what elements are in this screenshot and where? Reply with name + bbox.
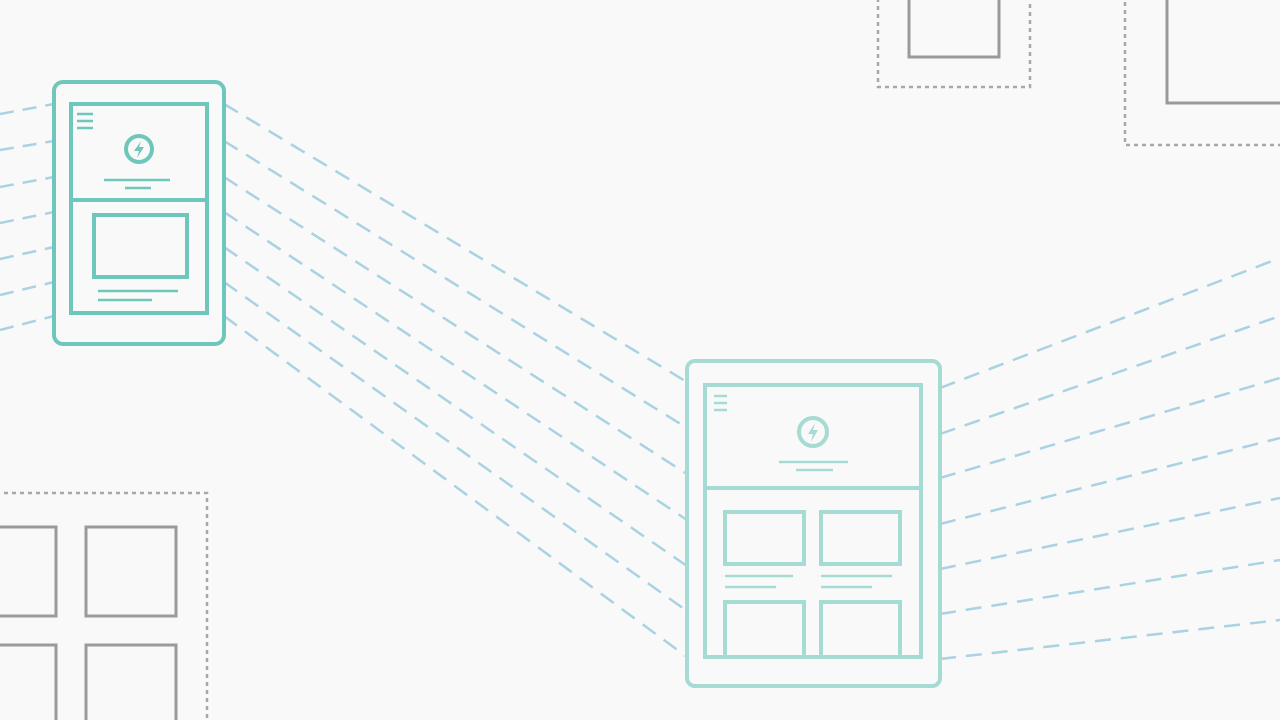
tablet-wireframe — [685, 359, 942, 688]
beam-line — [939, 376, 1280, 480]
lightning-icon — [124, 134, 154, 164]
beam-line — [0, 210, 55, 225]
beam-line — [223, 245, 688, 568]
beam-line — [939, 436, 1280, 526]
beam-line — [939, 558, 1280, 616]
grid-tile-outline — [0, 643, 58, 720]
beam-line — [223, 314, 688, 659]
desktop-frame-top-middle — [876, 0, 1032, 89]
grid-tile-outline — [0, 525, 58, 618]
content-block-outline — [907, 0, 1001, 59]
grid-tile-outline — [84, 525, 178, 618]
content-block-outline — [1165, 0, 1280, 105]
beam-line — [939, 618, 1280, 661]
dotted-frame — [876, 0, 1032, 89]
beams-phone-to-tablet — [223, 102, 688, 659]
beam-line — [0, 139, 55, 152]
phone-content-image — [92, 213, 189, 279]
grid-tile-outline — [84, 643, 178, 720]
beam-line — [223, 280, 688, 613]
beam-line — [0, 102, 55, 116]
beams-tablet-to-right — [939, 256, 1280, 661]
tablet-card-image — [819, 510, 902, 566]
dotted-frame — [0, 491, 209, 720]
lightning-icon — [797, 416, 829, 448]
beam-line — [223, 102, 688, 384]
tablet-screen — [703, 383, 923, 659]
beam-line — [0, 314, 55, 332]
beam-line — [0, 175, 55, 189]
desktop-frame-top-right — [1123, 0, 1280, 147]
desktop-frame-bottom-left — [0, 491, 209, 720]
tablet-card-image — [723, 510, 806, 566]
beam-line — [939, 256, 1280, 390]
hamburger-menu-icon — [714, 394, 727, 412]
tablet-card-image — [819, 600, 902, 659]
beam-line — [223, 210, 688, 522]
tablet-card-image — [723, 600, 806, 659]
beam-line — [223, 175, 688, 476]
dotted-frame — [1123, 0, 1280, 147]
beam-line — [939, 314, 1280, 436]
beam-line — [0, 245, 55, 261]
beam-line — [0, 280, 55, 297]
phone-wireframe — [52, 80, 226, 346]
hamburger-menu-icon — [77, 112, 93, 130]
beam-line — [939, 496, 1280, 571]
beam-line — [223, 139, 688, 430]
beams-left-to-phone — [0, 102, 55, 332]
